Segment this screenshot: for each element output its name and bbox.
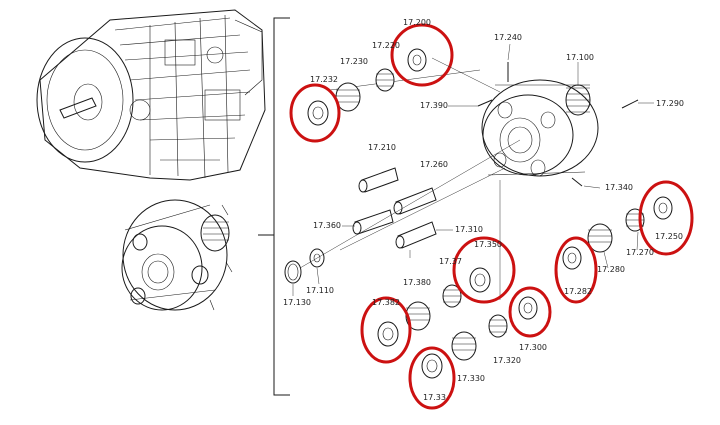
highlight-17200 [390,23,454,87]
label-17280: 17.280 [597,265,625,274]
highlight-markers [289,23,694,410]
snap-ring-17130 [284,260,302,284]
washer-17110 [309,248,325,268]
label-17282: 17.282 [564,287,592,296]
label-17350: 17.350 [474,240,502,249]
label-17200: 17.200 [403,18,431,27]
assembly-bracket [258,17,290,396]
label-17370: 17.37 [439,257,462,266]
label-17110: 17.110 [306,286,334,295]
transmission-housing-illustration [36,9,266,181]
leader-lines [292,43,654,296]
part-labels: 17.200 17.220 17.230 17.232 17.240 17.10… [283,18,684,402]
shaft-17360 [352,209,394,235]
pin-17390 [477,99,493,107]
gear-17280 [587,223,613,253]
label-17330: 17.330 [457,374,485,383]
label-17310: 17.310 [455,225,483,234]
label-17382: 17.382 [372,298,400,307]
gear-17230 [335,82,361,112]
label-17390: 17.390 [420,101,448,110]
highlight-17332 [408,346,456,410]
label-17320: 17.320 [493,356,521,365]
label-17260: 17.260 [420,160,448,169]
label-17232: 17.232 [310,75,338,84]
label-17300: 17.300 [519,343,547,352]
shaft-17210 [358,167,399,193]
label-17250: 17.250 [655,232,683,241]
label-17220: 17.220 [372,41,400,50]
washer-17332 [421,353,443,379]
washer-17200 [407,48,427,72]
washer-17232 [307,100,329,126]
planet-carrier-main [481,79,599,177]
label-17270: 17.270 [626,248,654,257]
label-17340: 17.340 [605,183,633,192]
washer-17300 [518,296,538,320]
label-17360: 17.360 [313,221,341,230]
bearing-17320 [488,314,508,338]
label-17290: 17.290 [656,99,684,108]
washer-17350 [469,267,491,293]
shaft-17310 [395,221,437,249]
assembly-axis-lines [299,69,521,300]
highlight-17232 [289,83,341,143]
label-17100: 17.100 [566,53,594,62]
highlight-17250 [638,180,694,256]
washer-17250 [653,196,673,220]
label-17230: 17.230 [340,57,368,66]
gear-17380 [405,301,431,331]
label-17210: 17.210 [368,143,396,152]
pin-17340 [571,177,583,187]
highlight-17350 [452,236,516,304]
gear-17330 [451,331,477,361]
planetary-carrier-illustration [121,199,233,311]
highlight-17282 [554,236,598,304]
pin-17290 [621,99,639,109]
bearing-17220 [375,68,395,92]
label-17240: 17.240 [494,33,522,42]
highlight-17382 [360,296,412,364]
highlight-17300 [508,286,552,338]
washer-17382 [377,321,399,347]
washer-17282 [562,246,582,270]
label-17332: 17.33 [423,393,446,402]
label-17380: 17.380 [403,278,431,287]
label-17130: 17.130 [283,298,311,307]
bearing-17370 [442,284,462,308]
